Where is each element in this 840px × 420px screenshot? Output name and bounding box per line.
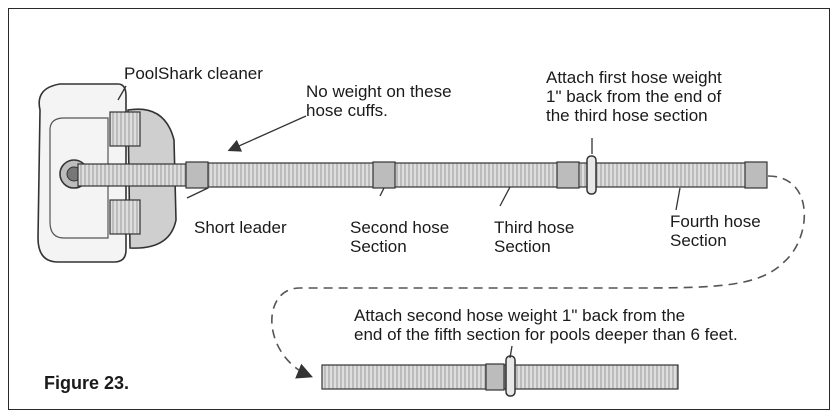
fifth-hose-section	[321, 355, 679, 397]
label-first-weight: Attach first hose weight 1" back from th…	[546, 68, 722, 125]
label-short-leader: Short leader	[194, 218, 287, 237]
main-hose	[77, 155, 768, 195]
label-second-weight: Attach second hose weight 1" back from t…	[354, 306, 738, 344]
hose-continuation-path	[271, 175, 806, 379]
leader-lines	[117, 85, 681, 359]
first-hose-weight	[586, 155, 597, 195]
label-second-section: Second hose Section	[350, 218, 450, 256]
label-poolshark-cleaner: PoolShark cleaner	[124, 64, 263, 83]
figure-frame	[8, 8, 830, 410]
second-hose-weight	[505, 355, 516, 397]
label-fourth-section: Fourth hose Section	[670, 212, 761, 250]
figure-caption: Figure 23.	[44, 373, 130, 393]
label-third-section: Third hose Section	[494, 218, 575, 256]
label-no-weight: No weight on these hose cuffs.	[306, 82, 452, 120]
